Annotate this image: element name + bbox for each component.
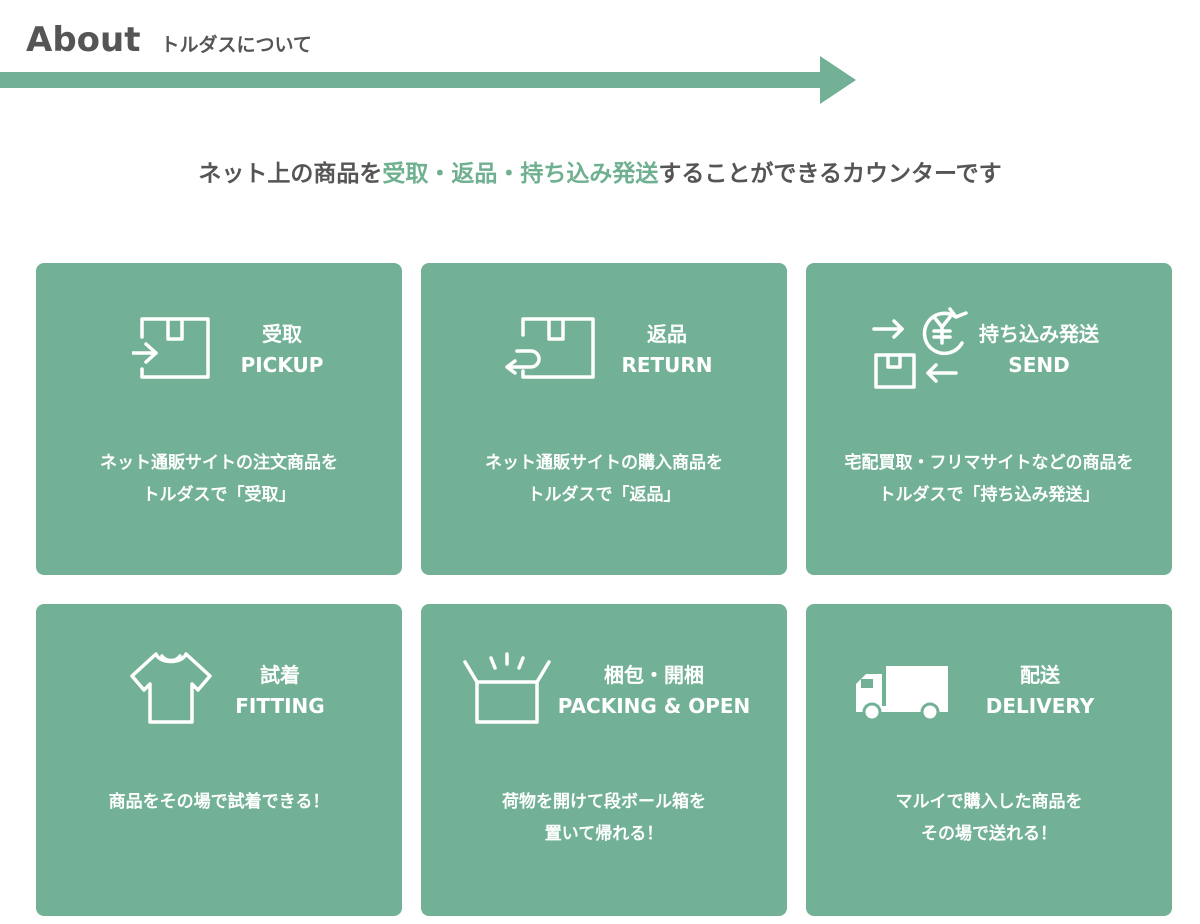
- service-card-return[interactable]: 返品 RETURN ネット通販サイトの購入商品を トルダスで「返品」: [421, 263, 787, 575]
- service-name-en: DELIVERY: [985, 694, 1095, 718]
- service-labels: 梱包・開梱 PACKING & OPEN: [547, 660, 761, 722]
- service-name-en: RETURN: [621, 353, 713, 377]
- service-name-jp: 試着: [260, 663, 300, 687]
- section-header: About トルダスについて: [26, 20, 312, 60]
- service-description: 宅配買取・フリマサイトなどの商品を トルダスで「持ち込み発送」: [806, 447, 1172, 511]
- description-line: 荷物を開けて段ボール箱を: [502, 792, 706, 812]
- service-name-jp: 返品: [647, 322, 687, 346]
- yen-exchange-icon: [872, 307, 968, 389]
- service-card-send[interactable]: 持ち込み発送 SEND 宅配買取・フリマサイトなどの商品を トルダスで「持ち込み…: [806, 263, 1172, 575]
- service-description: ネット通販サイトの購入商品を トルダスで「返品」: [421, 447, 787, 511]
- description-line: トルダスで「返品」: [527, 485, 681, 505]
- service-labels: 試着 FITTING: [230, 660, 330, 722]
- box-return-icon: [505, 317, 595, 379]
- service-name-en: FITTING: [235, 694, 325, 718]
- description-line: その場で送れる！: [921, 824, 1057, 844]
- tshirt-icon: [130, 652, 212, 724]
- service-name-en: SEND: [1008, 353, 1070, 377]
- service-labels: 配送 DELIVERY: [978, 660, 1102, 722]
- description-line: 宅配買取・フリマサイトなどの商品を: [844, 453, 1134, 473]
- header-arrow-icon: [0, 56, 856, 104]
- service-name-jp: 受取: [262, 322, 302, 346]
- service-card-pickup[interactable]: 受取 PICKUP ネット通販サイトの注文商品を トルダスで「受取」: [36, 263, 402, 575]
- service-name-en: PACKING & OPEN: [557, 694, 751, 718]
- service-name-jp: 配送: [1020, 663, 1060, 687]
- service-description: 荷物を開けて段ボール箱を 置いて帰れる！: [421, 786, 787, 850]
- truck-icon: [856, 666, 948, 722]
- section-title: About: [26, 20, 141, 60]
- description-line: 商品をその場で試着できる！: [108, 792, 330, 812]
- service-card-delivery[interactable]: 配送 DELIVERY マルイで購入した商品を その場で送れる！: [806, 604, 1172, 916]
- box-arrow-in-icon: [132, 317, 210, 379]
- service-description: マルイで購入した商品を その場で送れる！: [806, 786, 1172, 850]
- tagline-highlight: 受取・返品・持ち込み発送: [382, 161, 659, 187]
- tagline-text: ネット上の商品を: [198, 161, 383, 187]
- description-line: ネット通販サイトの購入商品を: [485, 453, 723, 473]
- service-card-fitting[interactable]: 試着 FITTING 商品をその場で試着できる！: [36, 604, 402, 916]
- description-line: 置いて帰れる！: [544, 824, 664, 844]
- service-description: ネット通販サイトの注文商品を トルダスで「受取」: [36, 447, 402, 511]
- description-line: マルイで購入した商品を: [895, 792, 1083, 812]
- description-line: トルダスで「持ち込み発送」: [878, 485, 1100, 505]
- description-line: ネット通販サイトの注文商品を: [100, 453, 338, 473]
- tagline: ネット上の商品を受取・返品・持ち込み発送することができるカウンターです: [0, 154, 1200, 188]
- open-box-icon: [463, 652, 551, 724]
- service-labels: 受取 PICKUP: [232, 319, 332, 381]
- tagline-text-end: することができるカウンターです: [658, 161, 1002, 187]
- service-name-jp: 持ち込み発送: [979, 322, 1099, 346]
- service-labels: 持ち込み発送 SEND: [972, 319, 1106, 381]
- service-name-en: PICKUP: [240, 353, 324, 377]
- service-card-packing[interactable]: 梱包・開梱 PACKING & OPEN 荷物を開けて段ボール箱を 置いて帰れる…: [421, 604, 787, 916]
- service-name-jp: 梱包・開梱: [604, 663, 704, 687]
- service-description: 商品をその場で試着できる！: [36, 786, 402, 818]
- service-labels: 返品 RETURN: [617, 319, 717, 381]
- section-subtitle: トルダスについて: [160, 34, 312, 56]
- description-line: トルダスで「受取」: [142, 485, 296, 505]
